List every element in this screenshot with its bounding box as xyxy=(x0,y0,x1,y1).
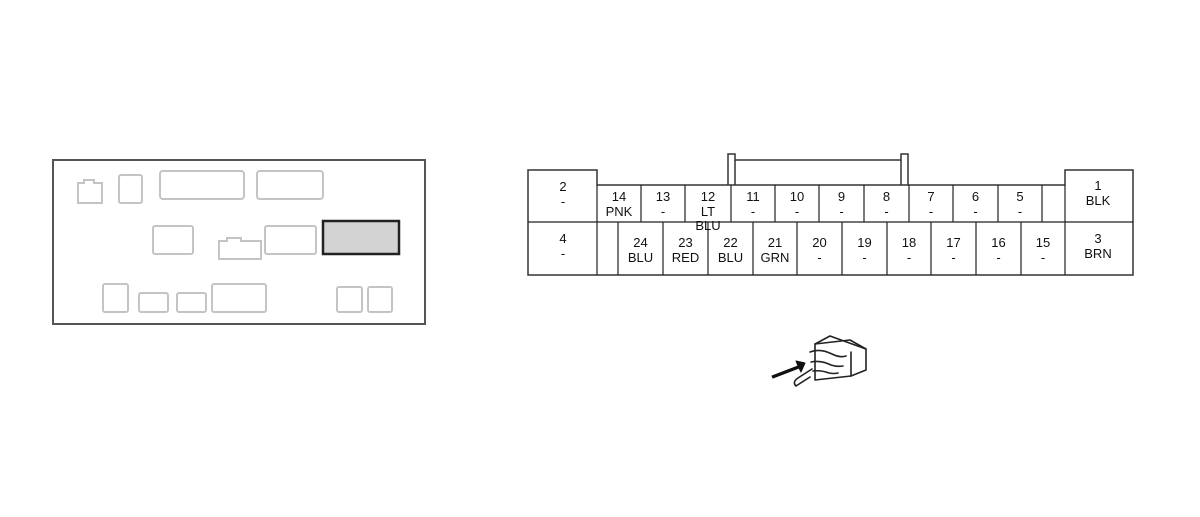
faded-connector-5 xyxy=(152,225,194,255)
connector-block-icon xyxy=(814,339,867,381)
connector-location-panel xyxy=(52,159,426,325)
pin-6-wire-color: - xyxy=(973,204,977,219)
pin-9-wire-color: - xyxy=(839,204,843,219)
pin-15-number: 15 xyxy=(1036,235,1050,250)
faded-connector-13 xyxy=(367,286,393,313)
pin-20-wire-color: - xyxy=(817,250,821,265)
pin-7-wire-color: - xyxy=(929,204,933,219)
pin-12-wire-color-2: BLU xyxy=(695,218,720,233)
connector-pin-labels: 2-4-1BLK3BRN14PNK13-12LTBLU11-10-9-8-7-6… xyxy=(559,178,1111,265)
pin-14-number: 14 xyxy=(612,189,626,204)
connector-face: 2-4-1BLK3BRN14PNK13-12LTBLU11-10-9-8-7-6… xyxy=(527,153,1134,276)
pin-14-wire-color: PNK xyxy=(606,204,633,219)
highlighted-connector xyxy=(321,219,401,256)
pin-18-number: 18 xyxy=(902,235,916,250)
connector-block-top-icon xyxy=(814,335,867,350)
pin-4-wire-color: - xyxy=(561,246,565,261)
pin-5-number: 5 xyxy=(1016,189,1023,204)
pin-13-number: 13 xyxy=(656,189,670,204)
pin-17-wire-color: - xyxy=(951,250,955,265)
pin-17-number: 17 xyxy=(946,235,960,250)
wrist-icon xyxy=(793,368,813,387)
faded-connector-10 xyxy=(176,292,207,313)
pin-11-wire-color: - xyxy=(751,204,755,219)
hand-icon xyxy=(809,349,847,375)
pin-19-wire-color: - xyxy=(862,250,866,265)
pin-18-wire-color: - xyxy=(907,250,911,265)
pin-16-wire-color: - xyxy=(996,250,1000,265)
pin-7-number: 7 xyxy=(927,189,934,204)
pin-4-number: 4 xyxy=(559,231,566,246)
pin-16-number: 16 xyxy=(991,235,1005,250)
pin-3-wire-color: BRN xyxy=(1084,246,1111,261)
pin-9-number: 9 xyxy=(838,189,845,204)
pin-23-number: 23 xyxy=(678,235,692,250)
pin-20-number: 20 xyxy=(812,235,826,250)
pin-1-wire-color: BLK xyxy=(1086,193,1111,208)
pin-12-number: 12 xyxy=(701,189,715,204)
pin-1-number: 1 xyxy=(1094,178,1101,193)
pin-6-number: 6 xyxy=(972,189,979,204)
faded-connector-8 xyxy=(102,283,129,313)
faded-connector-tab-6 xyxy=(218,237,262,260)
pin-24-wire-color: BLU xyxy=(628,250,653,265)
pin-2-wire-color: - xyxy=(561,194,565,209)
faded-connector-9 xyxy=(138,292,169,313)
pin-10-number: 10 xyxy=(790,189,804,204)
faded-connector-2 xyxy=(118,174,143,204)
pin-3-number: 3 xyxy=(1094,231,1101,246)
pin-8-wire-color: - xyxy=(884,204,888,219)
faded-connector-12 xyxy=(336,286,363,313)
faded-connector-4 xyxy=(256,170,324,200)
push-arrow-icon xyxy=(771,360,806,379)
pin-12-wire-color: LT xyxy=(701,204,715,219)
hand-pushing-connector-icon xyxy=(771,335,867,387)
connector-latch xyxy=(727,153,909,185)
faded-connector-3 xyxy=(159,170,245,200)
pin-13-wire-color: - xyxy=(661,204,665,219)
pin-21-number: 21 xyxy=(768,235,782,250)
pin-19-number: 19 xyxy=(857,235,871,250)
pin-21-wire-color: GRN xyxy=(761,250,790,265)
pin-23-wire-color: RED xyxy=(672,250,699,265)
faded-connector-11 xyxy=(211,283,267,313)
connector-cavity-grid xyxy=(528,185,1133,275)
faded-connector-7 xyxy=(264,225,317,255)
faded-connectors xyxy=(77,170,393,313)
pin-22-number: 22 xyxy=(723,235,737,250)
pin-10-wire-color: - xyxy=(795,204,799,219)
pin-8-number: 8 xyxy=(883,189,890,204)
pin-2-number: 2 xyxy=(559,179,566,194)
pin-24-number: 24 xyxy=(633,235,647,250)
pin-22-wire-color: BLU xyxy=(718,250,743,265)
pin-5-wire-color: - xyxy=(1018,204,1022,219)
pin-15-wire-color: - xyxy=(1041,250,1045,265)
faded-connector-tab-1 xyxy=(77,179,103,204)
pin-11-number: 11 xyxy=(746,189,760,204)
